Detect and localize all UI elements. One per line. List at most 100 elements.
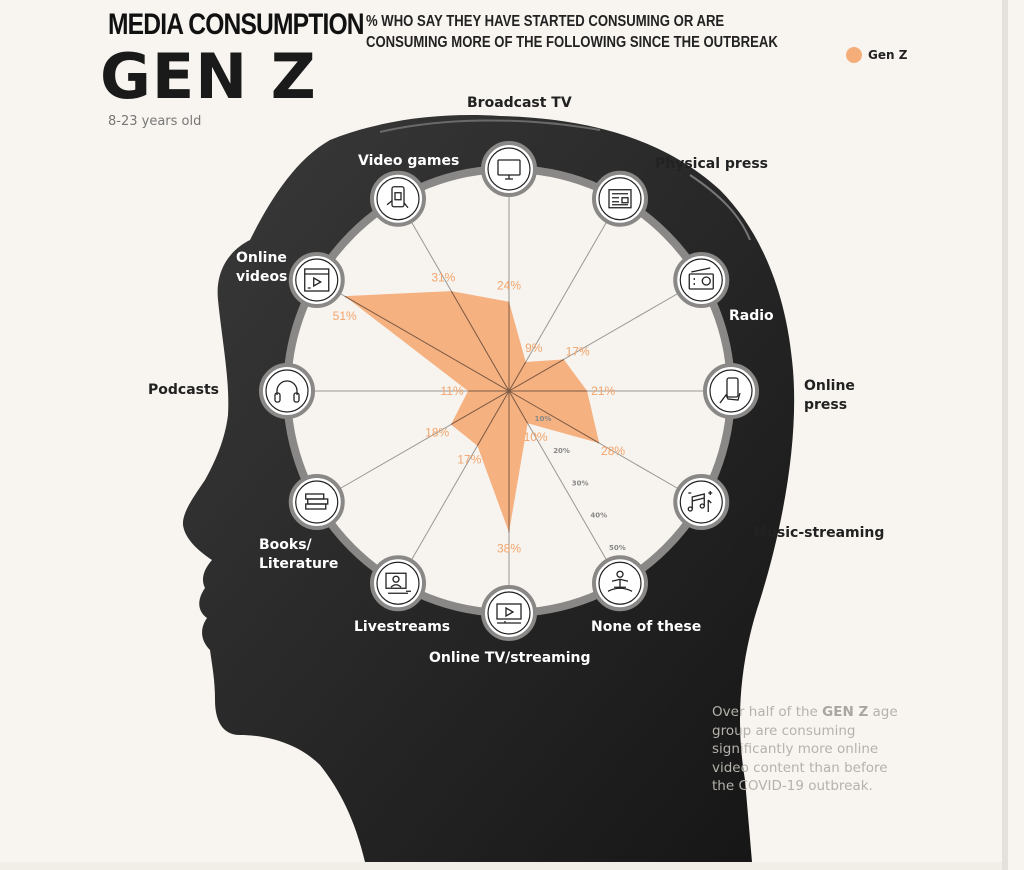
value-label: 38% (497, 541, 521, 555)
value-label: 18% (425, 425, 449, 439)
video-player-icon (304, 268, 330, 292)
icon-inner-ring (709, 369, 753, 413)
online-tv-icon (496, 603, 522, 624)
icon-ring (673, 474, 730, 530)
annotation-note: Over half of the GEN Z age group are con… (712, 703, 902, 796)
hair-highlight (689, 174, 751, 241)
legend-label: Gen Z (868, 48, 908, 62)
value-label: 28% (601, 444, 625, 458)
icon-ring (288, 474, 345, 530)
music-notes-icon (687, 491, 713, 512)
category-icon-badge (370, 555, 426, 612)
subtitle-line-1: % WHO SAY THEY HAVE STARTED CONSUMING OR… (366, 13, 725, 30)
axis-spoke-inner (508, 361, 527, 392)
newspaper-icon (608, 189, 632, 209)
category-label: Online TV/streaming (429, 650, 591, 666)
age-range: 8-23 years old (108, 114, 202, 129)
icon-ring (481, 585, 537, 641)
value-label: 10% (524, 430, 548, 444)
chart-subtitle: % WHO SAY THEY HAVE STARTED CONSUMING OR… (366, 11, 778, 53)
tv-icon (497, 159, 521, 180)
axis-spoke-inner (344, 295, 510, 392)
icon-inner-ring (265, 369, 309, 413)
category-label: Radio (729, 308, 774, 324)
category-icon-badge (592, 170, 648, 227)
icon-inner-ring (679, 480, 723, 524)
icon-ring (703, 363, 759, 419)
legend-swatch (846, 47, 862, 63)
icon-inner-ring (295, 480, 339, 524)
category-icon-badge (592, 555, 648, 612)
category-icon-badge (370, 170, 426, 227)
category-label: None of these (591, 619, 702, 635)
axis-spoke-inner (508, 390, 529, 424)
category-icon-badge (481, 585, 537, 641)
category-label: Video games (358, 153, 460, 169)
smartphone-hand-icon (719, 377, 741, 404)
value-label: 9% (525, 341, 543, 355)
radial-tick-label: 20% (553, 447, 570, 455)
axis-spoke-inner (508, 358, 565, 392)
icon-ring (370, 555, 426, 612)
value-label: 17% (566, 344, 590, 358)
value-label: 11% (441, 384, 464, 398)
icon-ring (259, 363, 315, 419)
icon-inner-ring (376, 177, 420, 221)
category-label: Music-streaming (753, 525, 885, 541)
icon-inner-ring (295, 258, 339, 302)
category-icon-badge (259, 363, 315, 419)
category-label: Podcasts (148, 382, 220, 398)
category-icon-badge (481, 141, 537, 197)
icon-inner-ring (598, 177, 642, 221)
subtitle-line-2: CONSUMING MORE OF THE FOLLOWING SINCE TH… (366, 34, 778, 51)
note-text: age group are consuming significantly mo… (712, 704, 898, 794)
icon-inner-ring (487, 591, 531, 635)
category-label: Physical press (655, 156, 768, 172)
icon-inner-ring (679, 258, 723, 302)
note-bold: GEN Z (822, 704, 869, 720)
axis-spoke-inner (450, 390, 510, 425)
legend: Gen Z (846, 47, 907, 63)
category-icon-badge (673, 252, 730, 308)
icon-ring (673, 252, 730, 308)
radial-tick-label: 10% (535, 415, 552, 423)
category-label: Online press (804, 378, 855, 413)
phone-game-icon (386, 186, 409, 209)
icon-inner-ring (376, 561, 420, 605)
category-label: Online videos (236, 250, 288, 285)
livestream-icon (385, 572, 411, 594)
category-label: Livestreams (354, 619, 451, 635)
axis-spoke-inner (508, 390, 600, 444)
meditation-icon (607, 570, 633, 592)
series-gen-z-area (344, 291, 600, 533)
category-label: Broadcast TV (467, 95, 572, 111)
category-icon-badge (288, 252, 345, 308)
frame-edge (1002, 0, 1008, 870)
value-label: 31% (431, 270, 455, 284)
category-label: Books/ Literature (259, 537, 339, 572)
category-icon-badge (673, 474, 730, 530)
bottom-edge (0, 862, 1002, 870)
radial-tick-label: 30% (572, 479, 589, 487)
radio-icon (688, 267, 714, 290)
value-label: 21% (591, 384, 615, 398)
headphones-icon (274, 380, 300, 403)
icon-ring (481, 141, 537, 197)
category-icon-badge (703, 363, 759, 419)
value-label: 17% (457, 453, 481, 467)
title-media-consumption: MEDIA CONSUMPTION (108, 8, 365, 41)
icon-inner-ring (487, 147, 531, 191)
icon-ring (592, 170, 648, 227)
icon-ring (370, 170, 426, 227)
axis-spoke-inner (476, 390, 510, 447)
title-gen-z: GEN Z (100, 40, 317, 113)
category-icon-badge (288, 474, 345, 530)
radial-tick-label: 40% (590, 512, 607, 520)
value-label: 51% (333, 309, 357, 323)
icon-inner-ring (598, 561, 642, 605)
hair-highlight (379, 119, 601, 133)
axis-spoke-inner (450, 290, 510, 392)
note-text: Over half of the (712, 704, 823, 720)
books-icon (305, 493, 329, 510)
